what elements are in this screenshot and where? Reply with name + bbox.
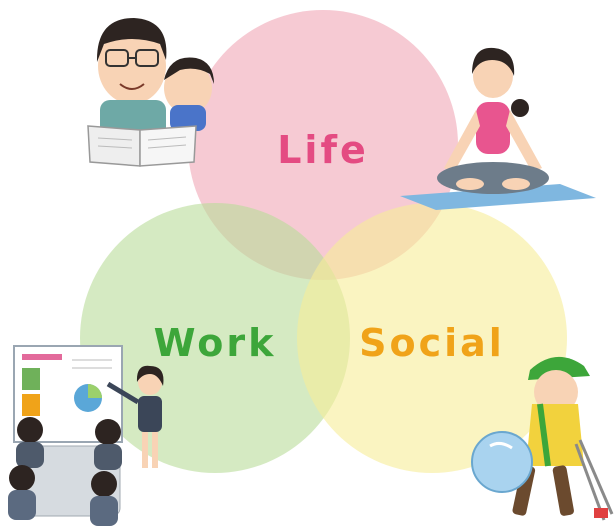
label-work: Work [154, 321, 277, 365]
volunteer-litter-pickup-icon [471, 356, 614, 521]
circle-social [297, 203, 567, 473]
meeting-presentation-icon [8, 345, 164, 526]
parent-child-reading-icon [87, 18, 214, 167]
yoga-icon [400, 47, 596, 210]
venn-circles [80, 10, 567, 473]
label-social: Social [359, 321, 505, 365]
label-life: Life [277, 128, 369, 172]
